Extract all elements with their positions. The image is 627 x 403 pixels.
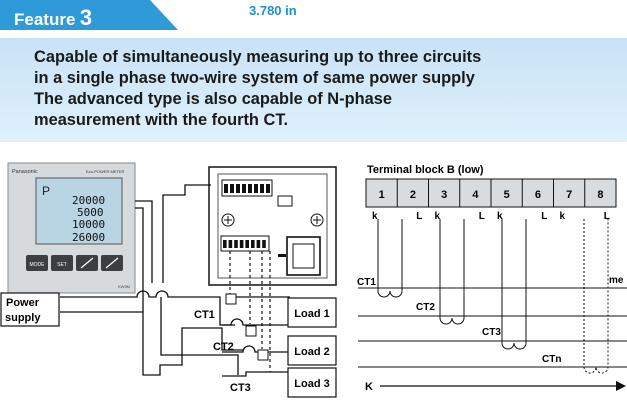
meter-reading-4: 26000: [72, 231, 105, 244]
k-label: K: [365, 381, 373, 393]
description-line-4: measurement with the fourth CT.: [34, 111, 289, 129]
lower-pin: [245, 240, 249, 248]
lower-pin: [223, 240, 227, 248]
description-line-1: Capable of simultaneously measuring up t…: [34, 48, 482, 66]
meter-reading-1: 20000: [72, 194, 105, 207]
lower-terminal-pins: [223, 240, 266, 248]
meter-set-button[interactable]: [51, 255, 73, 271]
meter-product: Eco-POWER METER: [86, 169, 125, 174]
meter-set-label: SET: [57, 262, 67, 268]
feature-title: Feature 3: [14, 5, 92, 31]
upper-pin: [266, 184, 270, 193]
terminal-ct1-label: CT1: [357, 277, 376, 288]
terminal-number-3: 3: [441, 189, 447, 201]
terminal-kl-2: L: [416, 211, 422, 222]
ct2-label: CT2: [213, 341, 234, 353]
power-meter-rear: [208, 166, 337, 286]
terminal-cells: 1 2 3 4 5 6 7 8: [379, 179, 603, 207]
power-supply-box: [0, 292, 60, 327]
terminal-ct2-label: CT2: [416, 302, 435, 313]
lower-pin: [239, 240, 244, 248]
feature-number: 3: [79, 5, 93, 30]
ct3-label: CT3: [230, 382, 251, 394]
lower-pin: [262, 240, 266, 248]
terminal-number-5: 5: [504, 189, 510, 201]
terminal-number-7: 7: [566, 189, 572, 201]
meter-up-arrow-icon: [80, 257, 94, 269]
ct3-sensor: [257, 349, 269, 361]
feature-word: Feature: [14, 10, 76, 29]
power-supply-label-2: supply: [5, 312, 41, 324]
wiring-diagram: Panasonic Eco-POWER METER P 20000 5000 1…: [0, 162, 627, 398]
meter-reading-3: 10000: [72, 218, 105, 231]
terminal-ctn-wiring: [583, 219, 609, 374]
ct1-sensor: [225, 293, 237, 305]
upper-pin: [242, 184, 246, 193]
terminal-number-1: 1: [379, 189, 385, 201]
feature-tab: [0, 0, 178, 30]
upper-pin: [224, 184, 228, 193]
wiring-lines: [60, 184, 290, 377]
terminal-conductors: [358, 287, 627, 368]
meter-lcd: [35, 177, 123, 245]
k-arrow-icon: [616, 381, 626, 391]
terminal-kl-5: k: [497, 211, 503, 222]
meter-mode-button[interactable]: [26, 255, 48, 271]
upper-pin: [248, 184, 252, 193]
load-3-label: Load 3: [294, 378, 329, 390]
ct1-label: CT1: [194, 309, 215, 321]
meter-model: KW9M: [118, 284, 130, 289]
upper-pin: [236, 184, 240, 193]
load-2-label: Load 2: [294, 346, 329, 358]
dimension-label: 3.780 in: [249, 3, 297, 18]
terminal-kl-7: k: [560, 211, 566, 222]
load-1-box: [287, 297, 337, 328]
meter-reading-2: 5000: [77, 206, 104, 219]
terminal-kl-3: k: [435, 211, 441, 222]
terminal-kl-8: L: [604, 211, 610, 222]
terminal-block-title: Terminal block B (low): [367, 164, 484, 176]
terminal-number-4: 4: [472, 189, 479, 201]
description-line-2: in a single phase two-wire system of sam…: [34, 69, 475, 87]
terminal-block: 1 2 3 4 5 6 7 8: [365, 178, 617, 208]
load-3-box: [287, 367, 337, 398]
upper-pin: [260, 184, 264, 193]
power-supply-label-1: Power: [6, 297, 40, 309]
lower-pin: [234, 240, 238, 248]
terminal-number-6: 6: [535, 189, 541, 201]
load-1-label: Load 1: [294, 308, 329, 320]
meter-mode-letter: P: [42, 184, 50, 198]
upper-pin: [254, 184, 258, 193]
meter-brand: Panasonic: [12, 169, 38, 175]
description-text: Capable of simultaneously measuring up t…: [34, 47, 624, 131]
upper-terminal-pins: [224, 184, 270, 193]
terminal-ct-wiring: [377, 219, 527, 350]
terminal-number-2: 2: [410, 189, 416, 201]
description-line-3: The advanced type is also capable of N-p…: [34, 90, 392, 108]
terminal-ctn-label: CTn: [542, 354, 561, 365]
terminal-kl-4: L: [479, 211, 485, 222]
ct-dashed-leads: [229, 251, 271, 372]
terminal-number-8: 8: [597, 189, 603, 201]
meter-item-arrow-icon: [105, 257, 119, 269]
load-2-box: [287, 335, 337, 366]
terminal-ct3-label: CT3: [482, 327, 501, 338]
upper-pin: [230, 184, 234, 193]
terminal-cut-text: me: [609, 275, 624, 286]
terminal-kl-1: k: [372, 211, 378, 222]
meter-mode-label: MODE: [30, 262, 46, 268]
lower-pin: [251, 240, 255, 248]
power-meter-front: Panasonic Eco-POWER METER P 20000 5000 1…: [7, 162, 136, 294]
description-band: Capable of simultaneously measuring up t…: [0, 38, 627, 142]
ct2-sensor: [245, 325, 257, 337]
lower-pin: [228, 240, 233, 248]
terminal-kl-6: L: [541, 211, 547, 222]
lower-pin: [256, 240, 261, 248]
